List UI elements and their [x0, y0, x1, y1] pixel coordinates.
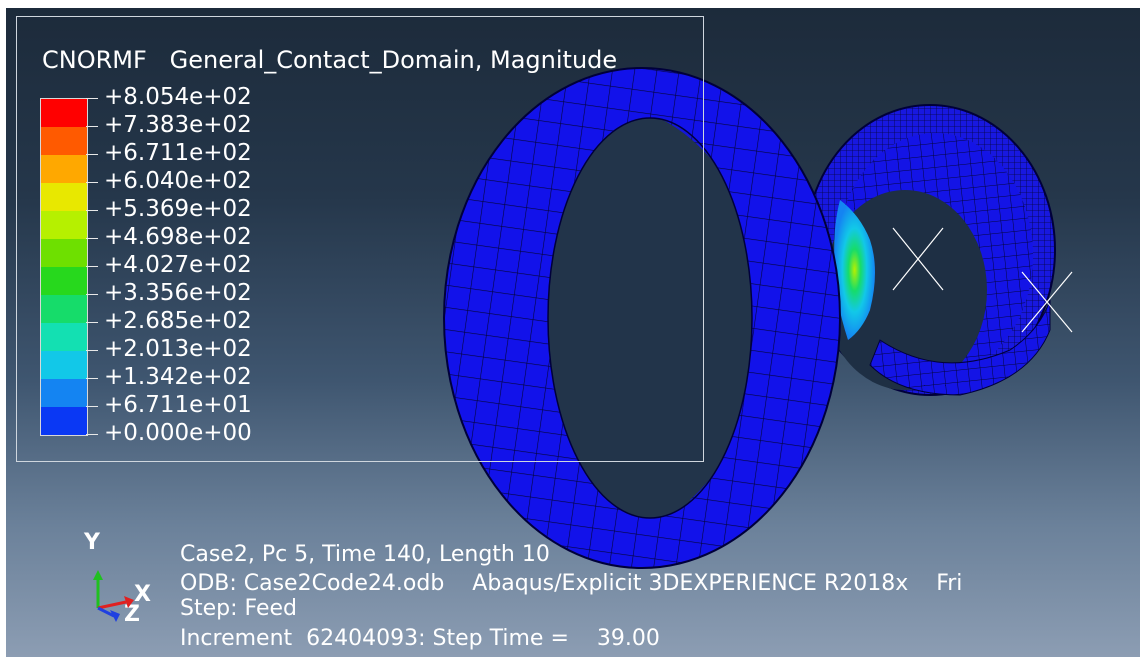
legend-swatch: [41, 127, 87, 155]
legend-swatch: [41, 351, 87, 379]
legend-swatch: [41, 295, 87, 323]
legend-swatch: [41, 183, 87, 211]
legend-tick: [86, 98, 98, 99]
legend-swatch: [41, 407, 87, 435]
info-odb-line: ODB: Case2Code24.odb Abaqus/Explicit 3DE…: [180, 571, 963, 596]
legend-tick: [86, 266, 98, 267]
triad-y-label: Y: [84, 530, 100, 555]
legend-value-label: +4.698e+02: [104, 224, 252, 250]
legend-swatch: [41, 155, 87, 183]
large-ring-part[interactable]: [443, 67, 841, 569]
legend-value-label: +8.054e+02: [104, 84, 252, 110]
legend-tick: [86, 238, 98, 239]
triad-z-label: Z: [124, 602, 140, 627]
legend-value-label: +0.000e+00: [104, 420, 252, 446]
legend-tick: [86, 350, 98, 351]
legend-tick: [86, 182, 98, 183]
small-ring-part[interactable]: [804, 104, 1056, 396]
legend-swatch: [41, 267, 87, 295]
legend-tick: [86, 406, 98, 407]
viewport-left-border: [0, 0, 6, 657]
legend-value-label: +3.356e+02: [104, 280, 252, 306]
legend-tick: [86, 126, 98, 127]
info-increment-line: Increment 62404093: Step Time = 39.00: [180, 626, 660, 651]
legend-title: CNORMF General_Contact_Domain, Magnitude: [42, 46, 618, 74]
legend-tick: [86, 294, 98, 295]
legend-tick: [86, 322, 98, 323]
triad-x-label: X: [134, 582, 151, 607]
legend-tick: [86, 154, 98, 155]
legend-value-label: +6.040e+02: [104, 168, 252, 194]
viewport-top-border: [0, 0, 1140, 8]
legend-value-label: +2.685e+02: [104, 308, 252, 334]
info-step-line: Step: Feed: [180, 596, 297, 621]
legend-value-label: +5.369e+02: [104, 196, 252, 222]
legend-swatch: [41, 239, 87, 267]
legend-swatch: [41, 379, 87, 407]
axis-triad: Y X Z: [68, 530, 168, 640]
legend-tick: [86, 434, 98, 435]
legend-swatch: [41, 323, 87, 351]
legend-tick: [86, 210, 98, 211]
legend-value-label: +7.383e+02: [104, 112, 252, 138]
reference-point-markers: [892, 227, 1073, 333]
info-title-line: Case2, Pc 5, Time 140, Length 10: [180, 542, 550, 567]
legend-swatch: [41, 99, 87, 127]
legend-value-label: +4.027e+02: [104, 252, 252, 278]
legend-swatch: [41, 211, 87, 239]
legend-box[interactable]: [16, 16, 704, 462]
legend-value-label: +2.013e+02: [104, 336, 252, 362]
legend-value-label: +1.342e+02: [104, 364, 252, 390]
triad-arrows-icon: [93, 570, 134, 622]
legend-tick: [86, 378, 98, 379]
legend-value-label: +6.711e+02: [104, 140, 252, 166]
legend-value-label: +6.711e+01: [104, 392, 252, 418]
legend-color-bar: [40, 98, 88, 436]
